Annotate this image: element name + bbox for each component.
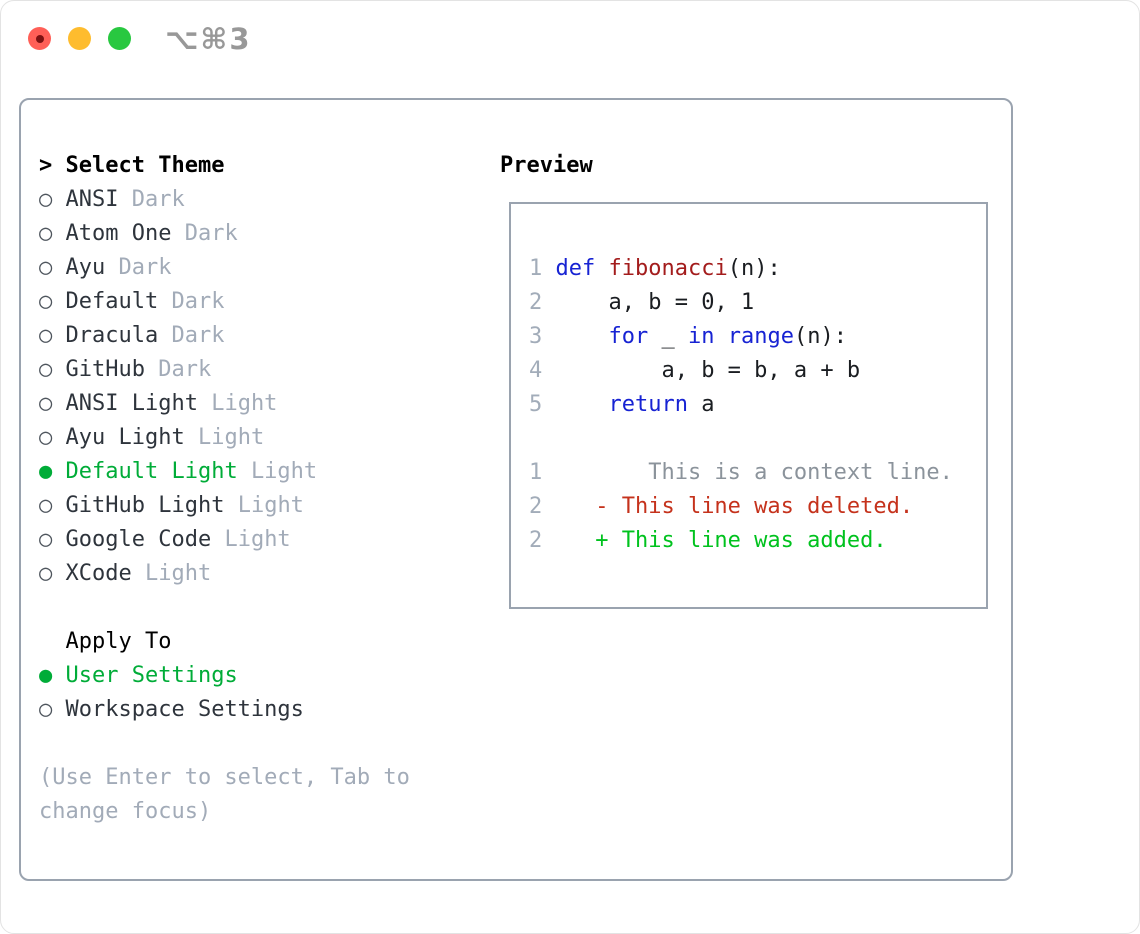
theme-name: Default Light [65,459,238,484]
theme-variant-label: Light [211,391,278,416]
theme-option-github[interactable]: ○ GitHub Dark [39,353,410,387]
theme-name: Google Code [65,527,212,552]
theme-option-atom-one[interactable]: ○ Atom One Dark [39,217,410,251]
theme-option-ayu-light[interactable]: ○ Ayu Light Light [39,421,410,455]
theme-name: Ayu Light [65,425,185,450]
theme-selector-panel: > Select Theme ○ ANSI Dark○ Atom One Dar… [19,98,1013,881]
preview-line-context: 1 This is a context line. [529,460,953,485]
line-number: 1 [529,256,543,281]
theme-variant-label: Light [224,527,291,552]
theme-name: ANSI [65,187,119,212]
preview-code: 1 def fibonacci(n): 2 a, b = 0, 1 3 for _ … [511,204,986,558]
apply-to-list: ● User Settings○ Workspace Settings [39,659,410,727]
radio-icon: ○ [39,323,53,348]
apply-option-label: Workspace Settings [65,697,304,722]
line-number: 4 [529,358,543,383]
close-dot-icon [35,34,44,43]
theme-option-google-code[interactable]: ○ Google Code Light [39,523,410,557]
radio-icon: ○ [39,187,53,212]
radio-icon: ○ [39,697,53,722]
theme-variant-label: Dark [131,187,185,212]
theme-option-ayu[interactable]: ○ Ayu Dark [39,251,410,285]
theme-option-dracula[interactable]: ○ Dracula Dark [39,319,410,353]
theme-name: Atom One [65,221,172,246]
radio-icon: ○ [39,391,53,416]
theme-option-ansi[interactable]: ○ ANSI Dark [39,183,410,217]
line-number: 3 [529,324,543,349]
theme-menu-list: ○ ANSI Dark○ Atom One Dark○ Ayu Dark○ De… [39,183,410,591]
line-number: 2 [529,494,543,519]
theme-variant-label: Dark [118,255,172,280]
preview-title: Preview [500,153,593,178]
theme-variant-label: Dark [171,323,225,348]
preview-line-code: 2 a, b = 0, 1 [529,290,755,315]
theme-option-default-light[interactable]: ● Default Light Light [39,455,410,489]
theme-option-github-light[interactable]: ○ GitHub Light Light [39,489,410,523]
theme-variant-label: Light [237,493,304,518]
theme-menu-title: Select Theme [65,153,225,178]
theme-name: Ayu [65,255,106,280]
theme-name: Dracula [65,323,159,348]
zoom-button[interactable] [108,27,131,50]
theme-variant-label: Light [144,561,212,586]
hint-text: change focus) [39,799,212,824]
radio-selected-icon: ● [39,663,53,688]
spacer [39,727,410,761]
theme-option-default[interactable]: ○ Default Dark [39,285,410,319]
radio-icon: ○ [39,527,53,552]
radio-icon: ○ [39,289,53,314]
line-number: 5 [529,392,543,417]
preview-line-code: 3 for _ in range(n): [529,324,847,349]
apply-option-workspace-settings[interactable]: ○ Workspace Settings [39,693,410,727]
theme-option-xcode[interactable]: ○ XCode Light [39,557,410,591]
theme-menu-title-row: > Select Theme [39,149,410,183]
theme-variant-label: Dark [158,357,212,382]
preview-line-added: 2 + This line was added. [529,528,887,553]
line-number: 2 [529,528,543,553]
apply-to-title-row: Apply To [39,625,410,659]
preview-line-code: 5 return a [529,392,715,417]
theme-name: Default [65,289,159,314]
preview-line-blank [529,422,986,456]
apply-option-label: User Settings [65,663,238,688]
radio-icon: ○ [39,561,53,586]
hint-text: (Use Enter to select, Tab to [39,765,410,790]
radio-selected-icon: ● [39,459,53,484]
radio-icon: ○ [39,255,53,280]
preview-box: 1 def fibonacci(n): 2 a, b = 0, 1 3 for _ … [509,202,988,609]
preview-line-code: 1 def fibonacci(n): [529,256,781,281]
close-button[interactable] [28,27,51,50]
radio-icon: ○ [39,493,53,518]
theme-variant-label: Light [250,459,318,484]
theme-option-ansi-light[interactable]: ○ ANSI Light Light [39,387,410,421]
minimize-button[interactable] [68,27,91,50]
spacer [39,591,410,625]
theme-name: XCode [65,561,132,586]
apply-option-user-settings[interactable]: ● User Settings [39,659,410,693]
apply-to-title: Apply To [65,629,172,654]
traffic-lights [28,27,131,50]
radio-icon: ○ [39,221,53,246]
theme-name: GitHub Light [65,493,225,518]
window-titlebar[interactable]: ⌥⌘3 [1,1,1139,63]
line-number: 2 [529,290,543,315]
theme-variant-label: Dark [184,221,238,246]
theme-name: ANSI Light [65,391,198,416]
theme-variant-label: Light [197,425,265,450]
left-column: > Select Theme ○ ANSI Dark○ Atom One Dar… [39,149,410,829]
theme-variant-label: Dark [171,289,225,314]
radio-icon: ○ [39,357,53,382]
cursor-icon: > [39,153,53,178]
theme-name: GitHub [65,357,145,382]
preview-line-code: 4 a, b = b, a + b [529,358,861,383]
window-title-shortcut: ⌥⌘3 [165,22,252,56]
preview-line-deleted: 2 - This line was deleted. [529,494,914,519]
hint-block: (Use Enter to select, Tab to change focus… [39,761,410,829]
line-number: 1 [529,460,543,485]
radio-icon: ○ [39,425,53,450]
